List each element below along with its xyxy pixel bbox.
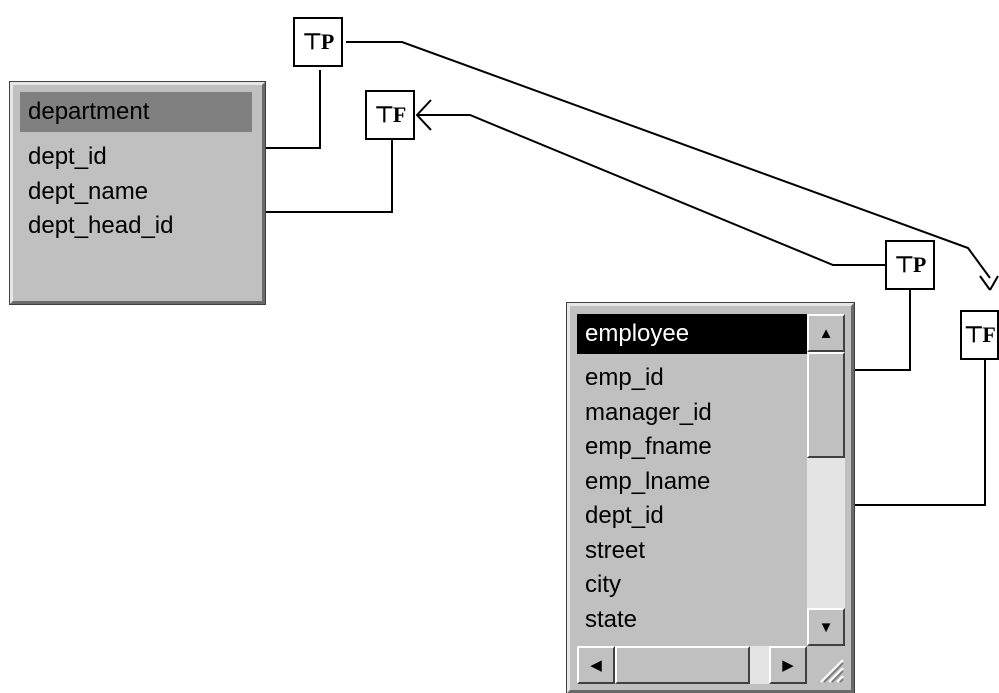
right-arrow-icon: ▶ [782, 657, 794, 674]
table-title[interactable]: employee [577, 314, 807, 354]
column-item[interactable]: dept_head_id [28, 212, 174, 239]
scroll-down-button[interactable]: ▼ [807, 608, 845, 646]
primary-key-icon[interactable]: ⊤P [885, 240, 935, 290]
column-item[interactable]: emp_fname [585, 433, 712, 460]
relationship-line [346, 41, 991, 279]
scroll-up-button[interactable]: ▲ [807, 314, 845, 352]
column-item[interactable]: emp_lname [585, 467, 711, 495]
column-item[interactable]: state [585, 605, 638, 633]
column-item[interactable]: emp_id [585, 364, 664, 391]
relationship-line [417, 114, 885, 266]
primary-key-icon[interactable]: ⊤P [293, 17, 343, 67]
foreign-key-icon[interactable]: ⊤F [960, 310, 999, 360]
relationship-line [265, 138, 393, 213]
arrowhead [979, 275, 999, 291]
column-item[interactable]: city [585, 571, 621, 598]
column-list: dept_id dept_name dept_head_id [20, 140, 173, 244]
scrollbar-thumb[interactable] [807, 352, 845, 458]
column-item[interactable]: dept_name [28, 177, 149, 205]
relationship-line [265, 70, 321, 149]
scroll-left-button[interactable]: ◀ [577, 646, 615, 684]
scroll-right-button[interactable]: ▶ [769, 646, 807, 684]
column-item[interactable]: street [585, 536, 646, 564]
resize-grip-icon[interactable] [813, 652, 845, 684]
department-table[interactable]: department dept_id dept_name dept_head_i… [9, 81, 266, 305]
column-item[interactable]: dept_id [28, 143, 107, 170]
relationship-line [853, 350, 986, 506]
foreign-key-icon[interactable]: ⊤F [365, 90, 415, 140]
employee-table[interactable]: employee emp_id manager_id emp_fname emp… [566, 302, 855, 693]
relationship-line [853, 290, 911, 371]
scrollbar-thumb[interactable] [615, 646, 750, 684]
column-list: emp_id manager_id emp_fname emp_lname de… [577, 361, 712, 637]
column-item[interactable]: manager_id [585, 398, 712, 426]
down-arrow-icon: ▼ [818, 618, 834, 636]
left-arrow-icon: ◀ [590, 657, 602, 674]
up-arrow-icon: ▲ [818, 324, 834, 342]
arrowhead [415, 99, 432, 131]
table-title[interactable]: department [20, 92, 252, 132]
column-item[interactable]: dept_id [585, 502, 664, 529]
